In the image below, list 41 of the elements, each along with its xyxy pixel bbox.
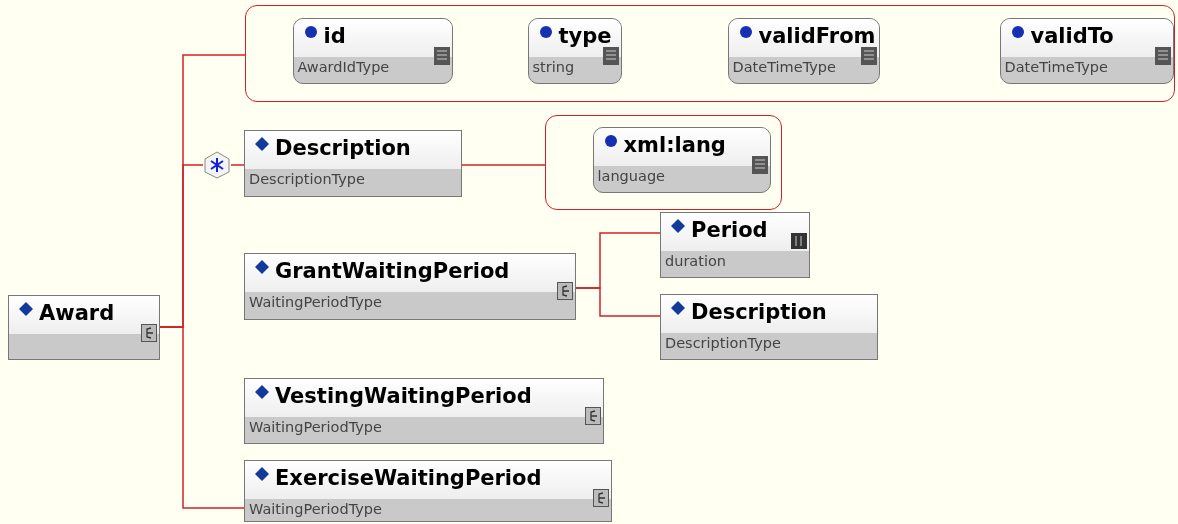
- connector-line: [575, 287, 661, 317]
- element-name: ExerciseWaitingPeriod: [275, 466, 542, 490]
- element-box: [244, 378, 604, 444]
- attribute-box: [727, 17, 880, 84]
- element-name: GrantWaitingPeriod: [275, 259, 510, 283]
- attribute-name: xml:lang: [623, 132, 726, 157]
- element-name: VestingWaitingPeriod: [275, 384, 532, 408]
- element-box: [660, 294, 878, 360]
- type-name: DescriptionType: [248, 170, 366, 187]
- element-box: [8, 295, 160, 360]
- type-name: string: [531, 57, 576, 75]
- element-box: [244, 460, 612, 522]
- attribute-group: [245, 5, 1175, 102]
- element-name: Description: [691, 300, 827, 324]
- type-name: duration: [664, 252, 728, 269]
- connector-line: [461, 164, 546, 166]
- attribute-name: id: [323, 23, 346, 48]
- type-name: DateTimeType: [1003, 57, 1109, 75]
- connector-line: [159, 326, 245, 509]
- attribute-group: [545, 115, 782, 210]
- element-box: [244, 253, 576, 320]
- attribute-box: [527, 17, 622, 84]
- attribute-name: validFrom: [758, 23, 876, 48]
- element-name: Award: [39, 301, 115, 325]
- type-name: DescriptionType: [664, 334, 782, 351]
- type-name: WaitingPeriodType: [248, 418, 383, 435]
- element-name: Period: [691, 218, 768, 242]
- attribute-box: [999, 17, 1174, 84]
- type-name: WaitingPeriodType: [248, 293, 383, 310]
- type-name: AwardIdType: [296, 57, 391, 75]
- attribute-box: [592, 126, 771, 193]
- type-name: WaitingPeriodType: [248, 500, 383, 517]
- element-name: Description: [275, 136, 411, 160]
- attribute-name: type: [558, 23, 612, 48]
- element-box: [660, 212, 810, 278]
- type-name: DateTimeType: [731, 57, 837, 75]
- attribute-box: [292, 17, 453, 84]
- element-box: [244, 130, 462, 197]
- type-name: language: [596, 166, 666, 184]
- connector-line: [230, 164, 245, 166]
- attribute-name: validTo: [1030, 23, 1114, 48]
